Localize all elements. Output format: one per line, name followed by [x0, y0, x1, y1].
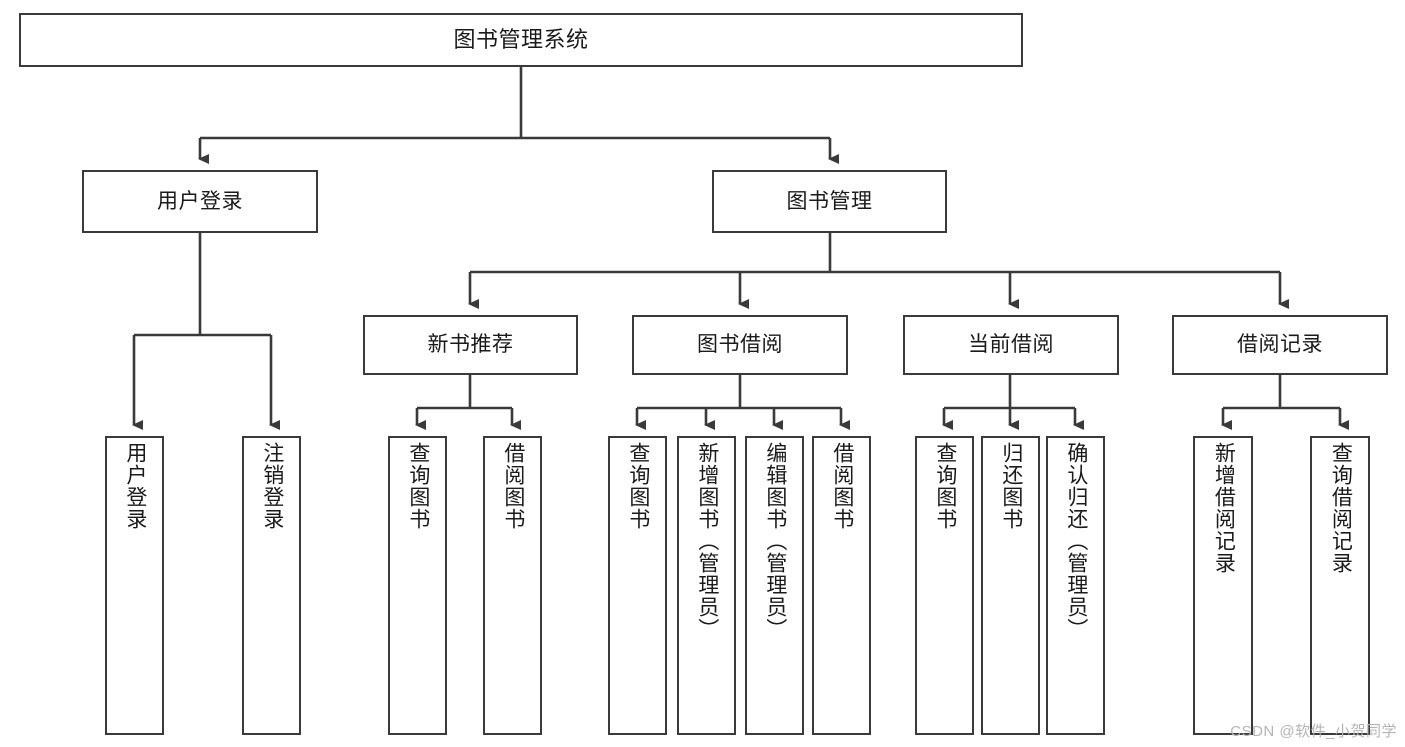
node-label: 图书管理系统	[453, 26, 589, 52]
node-label: 图书借阅	[697, 333, 783, 357]
node-label: 查询图书	[933, 442, 957, 530]
node-box-leaf-query-book-rec[interactable]: 查询图书	[388, 436, 447, 735]
node-label: 图书管理	[786, 189, 873, 213]
node-label: 当前借阅	[968, 333, 1054, 357]
node-box-leaf-borrow-book[interactable]: 借阅图书	[812, 436, 871, 735]
node-box-leaf-query-record[interactable]: 查询借阅记录	[1310, 436, 1370, 735]
node-box-leaf-query-book-cur[interactable]: 查询图书	[915, 436, 974, 735]
node-box-new-book-recommend[interactable]: 新书推荐	[363, 315, 578, 375]
node-box-leaf-add-book[interactable]: 新增图书（管理员）	[677, 436, 736, 735]
node-box-leaf-add-record[interactable]: 新增借阅记录	[1193, 436, 1253, 735]
node-label: 确认归还（管理员）	[1064, 442, 1088, 640]
node-label: 新增借阅记录	[1212, 442, 1236, 574]
node-box-leaf-borrow-book-rec[interactable]: 借阅图书	[483, 436, 542, 735]
connector-lines	[132, 67, 1349, 430]
node-box-borrow-record[interactable]: 借阅记录	[1172, 315, 1388, 375]
node-box-leaf-query-book-borrow[interactable]: 查询图书	[608, 436, 667, 735]
node-label: 查询借阅记录	[1329, 442, 1353, 574]
node-label: 借阅记录	[1237, 333, 1323, 357]
node-box-user-login[interactable]: 用户登录	[82, 170, 318, 233]
node-box-root[interactable]: 图书管理系统	[19, 13, 1023, 67]
node-label: 查询图书	[626, 442, 650, 530]
node-box-book-manage[interactable]: 图书管理	[712, 170, 947, 233]
node-box-book-borrow[interactable]: 图书借阅	[632, 315, 848, 375]
node-label: 注销登录	[260, 442, 284, 530]
node-label: 新增图书（管理员）	[695, 442, 719, 640]
node-label: 归还图书	[999, 442, 1023, 530]
node-box-current-borrow[interactable]: 当前借阅	[903, 315, 1119, 375]
node-box-leaf-user-login[interactable]: 用户登录	[105, 436, 164, 735]
node-label: 用户登录	[157, 189, 243, 213]
node-label: 新书推荐	[427, 333, 514, 357]
node-box-leaf-confirm-return[interactable]: 确认归还（管理员）	[1046, 436, 1105, 735]
node-label: 编辑图书（管理员）	[763, 442, 787, 640]
node-label: 用户登录	[123, 442, 147, 530]
node-label: 查询图书	[406, 442, 430, 530]
node-label: 借阅图书	[501, 442, 525, 530]
node-box-leaf-return-book[interactable]: 归还图书	[981, 436, 1040, 735]
node-box-leaf-logout[interactable]: 注销登录	[242, 436, 301, 735]
node-label: 借阅图书	[830, 442, 854, 530]
node-box-leaf-edit-book[interactable]: 编辑图书（管理员）	[745, 436, 804, 735]
